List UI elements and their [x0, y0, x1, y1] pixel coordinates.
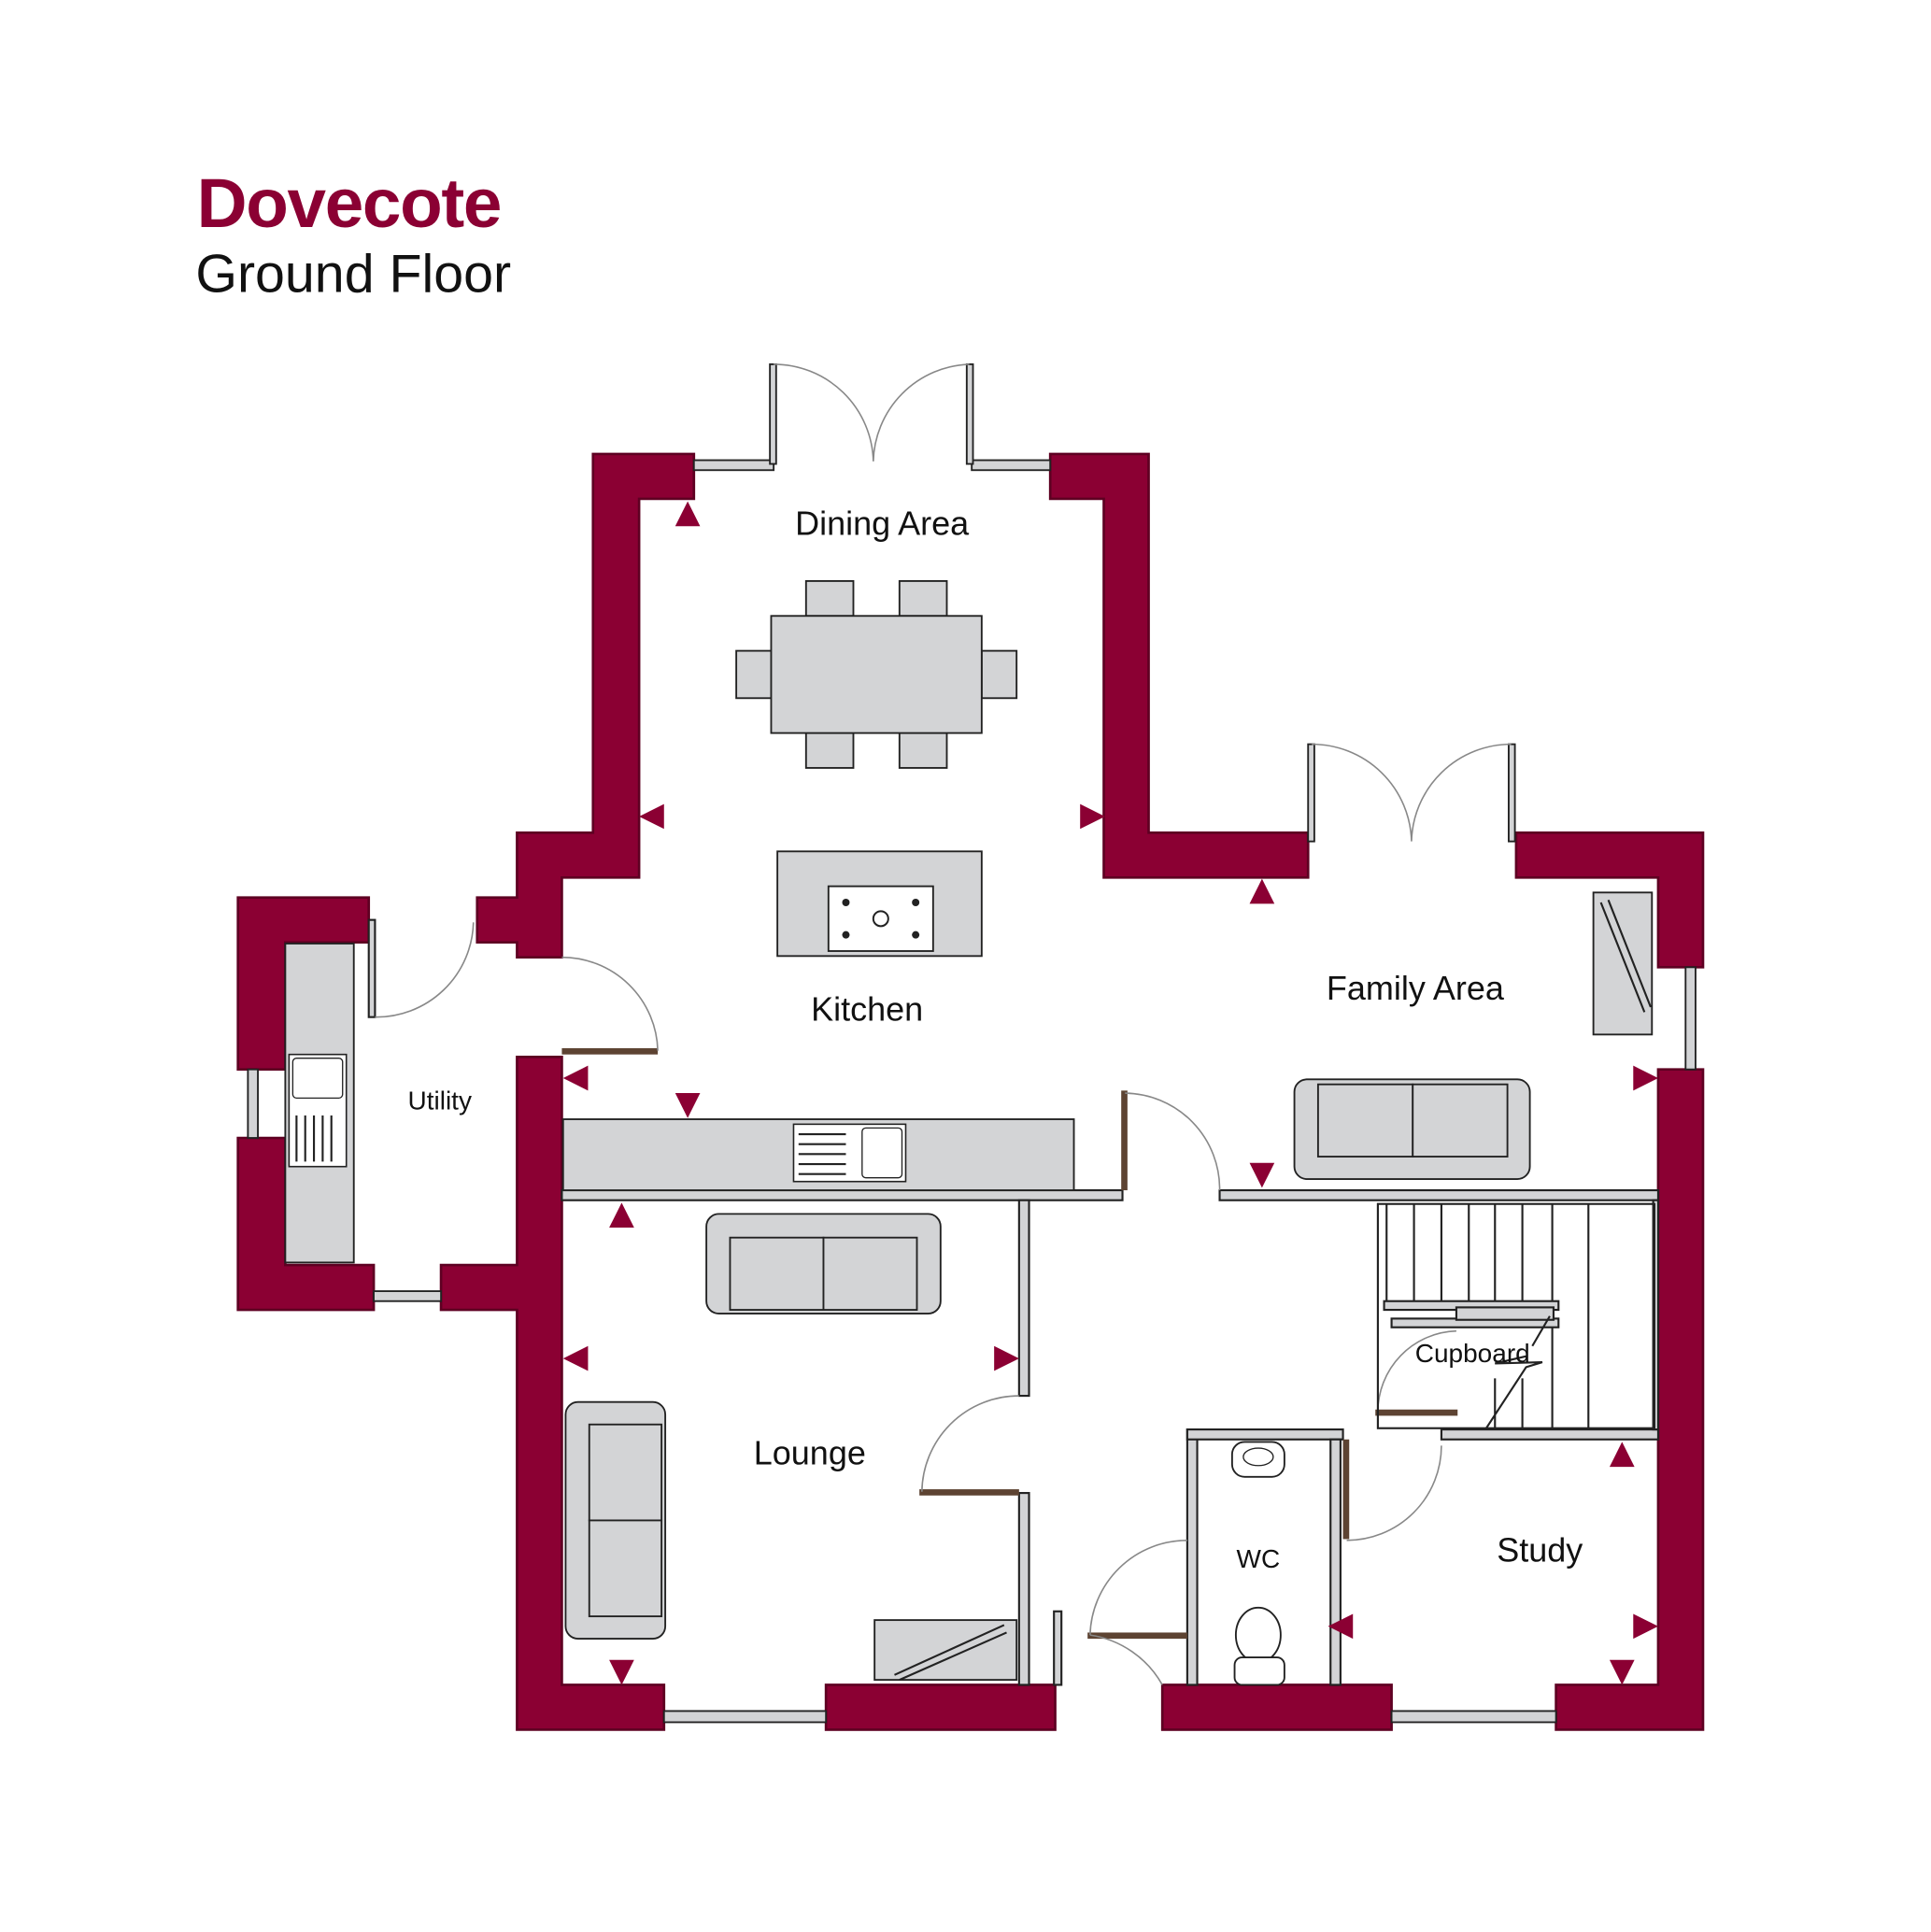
- utility-counter-sink: [284, 943, 355, 1264]
- dimension-arrow-icon: [609, 1659, 634, 1685]
- dimension-arrow-icon: [994, 1345, 1019, 1371]
- external-walls: [236, 452, 1705, 1731]
- dining-table: [735, 580, 1018, 769]
- french-doors: [769, 362, 1516, 843]
- dimension-arrow-icon: [1609, 1659, 1635, 1685]
- room-dimension-markers: [562, 501, 1658, 1685]
- windows: [247, 459, 1697, 1724]
- dimension-arrow-icon: [1328, 1613, 1354, 1640]
- internal-doors: [375, 922, 1458, 1685]
- family-sofa: [1293, 1078, 1531, 1180]
- lounge-armchair-sofa: [564, 1400, 667, 1641]
- lounge-sofa: [705, 1213, 942, 1314]
- dimension-arrow-icon: [562, 1065, 589, 1091]
- dimension-arrow-icon: [674, 1093, 701, 1118]
- dimension-arrow-icon: [1249, 878, 1275, 904]
- dimension-arrow-icon: [562, 1345, 589, 1371]
- room-label-kitchen: Kitchen: [811, 990, 923, 1029]
- kitchen-counter-sink: [561, 1118, 1075, 1191]
- wc-fittings: [1230, 1441, 1285, 1686]
- room-label-dining: Dining Area: [795, 504, 970, 543]
- room-label-lounge: Lounge: [754, 1433, 866, 1471]
- dimension-arrow-icon: [1633, 1065, 1658, 1091]
- dimension-arrow-icon: [609, 1202, 634, 1229]
- room-label-utility: Utility: [408, 1086, 472, 1115]
- room-label-study: Study: [1497, 1530, 1583, 1569]
- family-unit: [1592, 891, 1654, 1036]
- dimension-arrow-icon: [1080, 803, 1105, 830]
- plan-title: Dovecote: [197, 163, 501, 242]
- room-label-wc: WC: [1237, 1544, 1281, 1573]
- dimension-arrow-icon: [639, 803, 664, 830]
- dimension-arrow-icon: [674, 501, 701, 527]
- plan-subtitle: Ground Floor: [195, 245, 511, 305]
- dimension-arrow-icon: [1249, 1162, 1275, 1188]
- dimension-arrow-icon: [1609, 1442, 1635, 1468]
- room-label-family: Family Area: [1327, 969, 1505, 1007]
- stairs: [1376, 1202, 1656, 1429]
- room-label-cupboard: Cupboard: [1415, 1339, 1530, 1368]
- dimension-arrow-icon: [1633, 1613, 1658, 1640]
- lounge-unit: [873, 1619, 1018, 1682]
- kitchen-island-hob: [776, 850, 983, 958]
